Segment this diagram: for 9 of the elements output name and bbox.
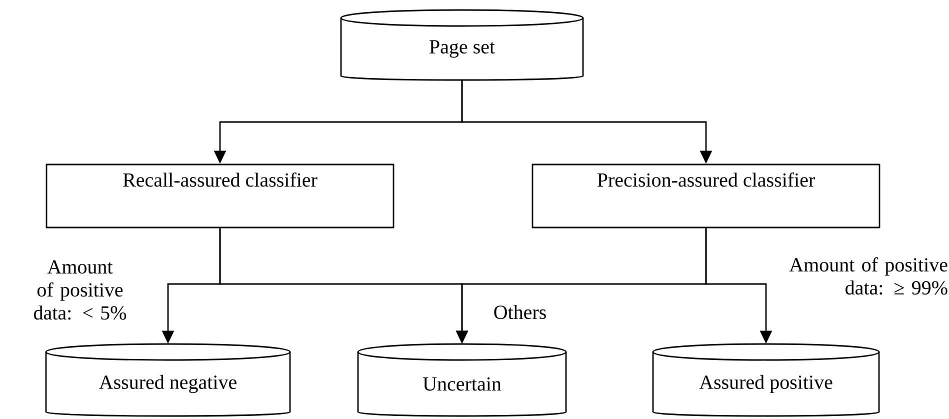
classifier-box: Precision-assured classifier [532, 164, 880, 228]
edge-label: Amount of positive data: < 5% [34, 260, 126, 320]
database-cylinder: Page set [340, 9, 584, 81]
edge-label: Others [494, 304, 546, 320]
database-cylinder: Assured positive [652, 343, 880, 417]
database-cylinder: Assured negative [45, 343, 291, 417]
edge-label: Amount of positive data: ≥ 99% [789, 257, 948, 295]
database-cylinder: Uncertain [357, 343, 567, 417]
classifier-box: Recall-assured classifier [46, 164, 394, 228]
